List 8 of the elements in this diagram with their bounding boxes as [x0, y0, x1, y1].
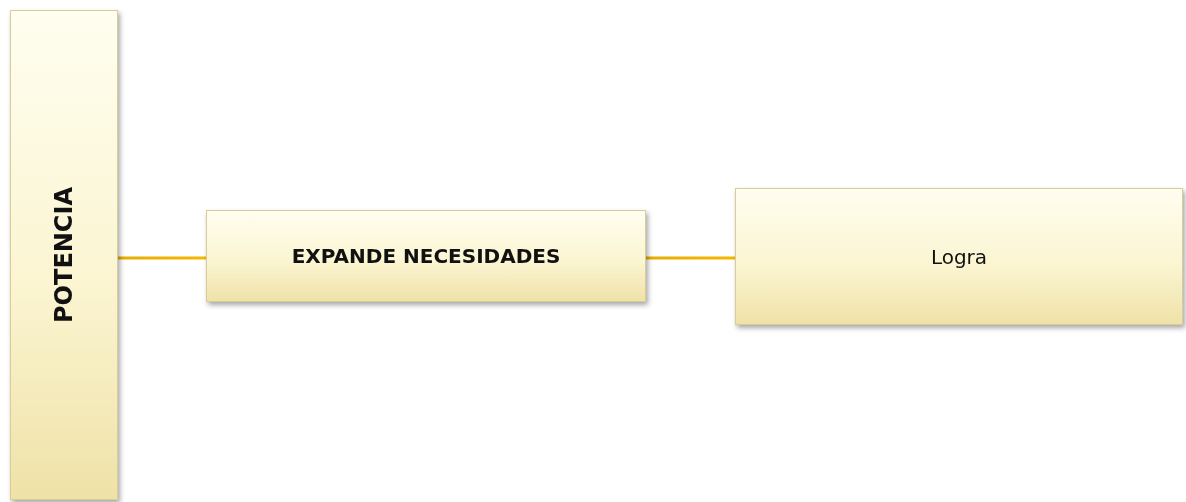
connector-line	[646, 256, 735, 260]
connector-line	[118, 256, 206, 260]
box-label: Logra	[930, 244, 988, 269]
process-box	[10, 10, 118, 500]
box-label: EXPANDE NECESIDADES	[291, 244, 561, 268]
box-label: POTENCIA	[50, 187, 78, 323]
process-box	[206, 210, 646, 302]
process-box	[735, 188, 1183, 325]
